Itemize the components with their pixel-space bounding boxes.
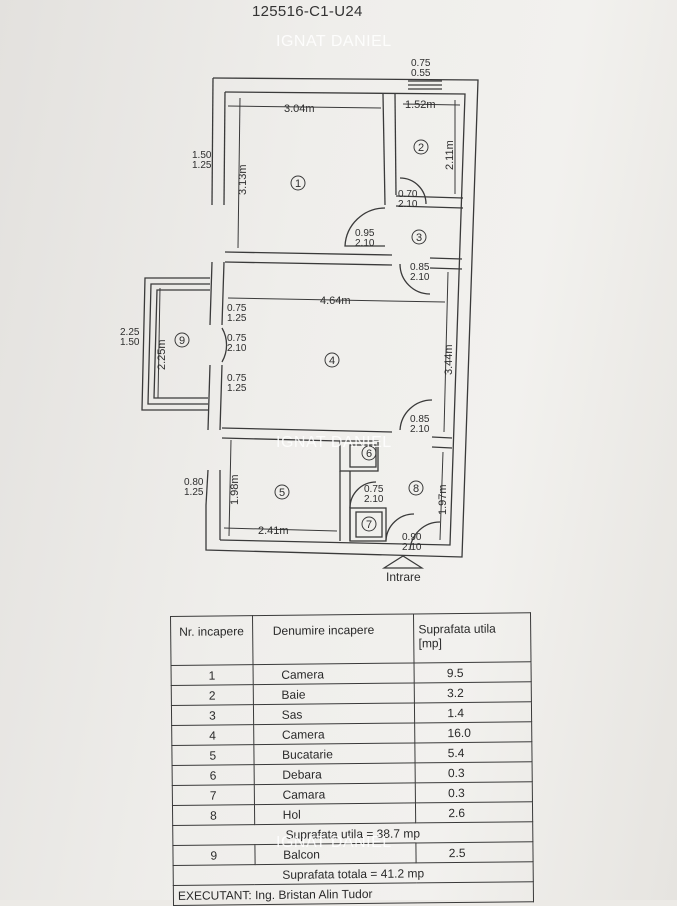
opening-door-balcony-a: 0.75	[227, 333, 247, 344]
opening-left-window1-b: 1.25	[192, 160, 212, 171]
row-name: Camera	[252, 662, 415, 685]
opening-door-r1-b: 2.10	[355, 238, 375, 249]
row-area: 16.0	[414, 721, 532, 743]
dim-balcony-height: 2.25m	[156, 339, 168, 370]
opening-door-r4-top-b: 2.10	[410, 272, 430, 283]
dim-room5-height: 1.98m	[229, 474, 241, 505]
opening-win-r5-b: 1.25	[184, 487, 204, 498]
row-area: 9.5	[414, 661, 532, 683]
dim-room4-height: 3.44m	[443, 344, 455, 375]
room-number-2: 2	[418, 142, 424, 154]
opening-entrance-door-b: 2.10	[402, 542, 422, 553]
opening-win-r4-upper-b: 1.25	[227, 313, 247, 324]
dim-room1-width: 3.04m	[284, 103, 315, 115]
opening-balcony-b: 1.50	[120, 337, 140, 348]
row-nr: 6	[172, 764, 254, 786]
opening-left-window1-a: 1.50	[192, 150, 212, 161]
row-name: Debara	[253, 762, 416, 785]
document-code: 125516-C1-U24	[252, 3, 363, 20]
row-nr: 2	[171, 684, 254, 706]
dim-room2-width: 1.52m	[405, 99, 436, 111]
room-number-4: 4	[329, 355, 335, 367]
opening-balcony-a: 2.25	[120, 327, 140, 338]
row-name: Bucatarie	[253, 742, 416, 765]
room-number-6: 6	[366, 448, 372, 460]
dim-room1-height: 3.13m	[237, 164, 249, 195]
rooms-table: Nr. incapere Denumire incapere Suprafata…	[170, 612, 534, 906]
entrance-label: Intrare	[386, 570, 421, 584]
watermark-middle: IGNAT DANIEL	[276, 434, 392, 451]
entrance-arrow-icon	[381, 555, 425, 569]
header-area: Suprafata utila [mp]	[413, 612, 531, 663]
row-area: 0.3	[415, 781, 533, 803]
room-number-9: 9	[179, 335, 185, 347]
opening-door-r4-bottom-b: 2.10	[410, 424, 430, 435]
room-number-7: 7	[366, 519, 372, 531]
row-nr: 9	[172, 844, 255, 866]
row-name: Camera	[253, 722, 416, 745]
room-number-3: 3	[416, 232, 422, 244]
row-nr: 5	[171, 744, 254, 766]
opening-entrance-door-a: 0.90	[402, 532, 422, 543]
executant: EXECUTANT: Ing. Bristan Alin Tudor	[173, 881, 534, 906]
row-name: Baie	[252, 682, 415, 705]
row-nr: 8	[172, 804, 255, 826]
row-area: 3.2	[414, 681, 532, 703]
row-area: 0.3	[415, 761, 533, 783]
room-number-8: 8	[413, 483, 419, 495]
header-area-unit: [mp]	[418, 636, 442, 651]
opening-top-window-a: 0.75	[411, 58, 431, 69]
opening-door-r4-top-a: 0.85	[410, 262, 430, 273]
floor-plan: 3.04m 1.52m 3.13m 2.11m 4.64m 3.44m 2.25…	[120, 58, 479, 569]
row-name: Camara	[253, 782, 416, 805]
row-nr: 4	[171, 724, 254, 746]
header-area-label: Suprafata utila	[418, 621, 496, 637]
row-nr: 3	[171, 704, 254, 726]
opening-door-balcony-b: 2.10	[227, 343, 247, 354]
row-area: 2.5	[416, 841, 534, 863]
room-number-5: 5	[279, 487, 285, 499]
watermark-bottom: IGNAT DANIEL	[276, 834, 392, 851]
header-name: Denumire incapere	[252, 613, 415, 665]
watermark-top: IGNAT DANIEL	[276, 33, 392, 50]
dim-room4-width: 4.64m	[320, 295, 351, 307]
row-nr: 1	[171, 664, 253, 686]
table-header-row: Nr. incapere Denumire incapere Suprafata…	[170, 612, 531, 666]
row-name: Sas	[253, 702, 415, 725]
opening-door-r2-b: 2.10	[398, 199, 418, 210]
opening-door-r5-b: 2.10	[364, 494, 384, 505]
opening-door-r1-a: 0.95	[355, 228, 375, 239]
opening-win-r4-upper-a: 0.75	[227, 303, 247, 314]
executant-row: EXECUTANT: Ing. Bristan Alin Tudor	[173, 881, 534, 906]
row-area: 1.4	[414, 701, 532, 723]
room-number-1: 1	[295, 178, 301, 190]
row-nr: 7	[172, 784, 255, 806]
opening-door-r2-a: 0.70	[398, 189, 418, 200]
opening-win-r5-a: 0.80	[184, 477, 204, 488]
dim-room5-width: 2.41m	[258, 525, 289, 537]
dim-room2-height: 2.11m	[444, 140, 456, 170]
dim-room8-height: 1.97m	[437, 484, 449, 515]
row-name: Hol	[254, 802, 416, 825]
opening-win-r4-lower-a: 0.75	[227, 373, 247, 384]
row-area: 5.4	[415, 741, 533, 763]
opening-door-r4-bottom-a: 0.85	[410, 414, 430, 425]
opening-door-r5-a: 0.75	[364, 484, 384, 495]
opening-win-r4-lower-b: 1.25	[227, 383, 247, 394]
row-area: 2.6	[415, 801, 533, 823]
header-nr: Nr. incapere	[170, 615, 253, 666]
opening-top-window-b: 0.55	[411, 68, 431, 79]
